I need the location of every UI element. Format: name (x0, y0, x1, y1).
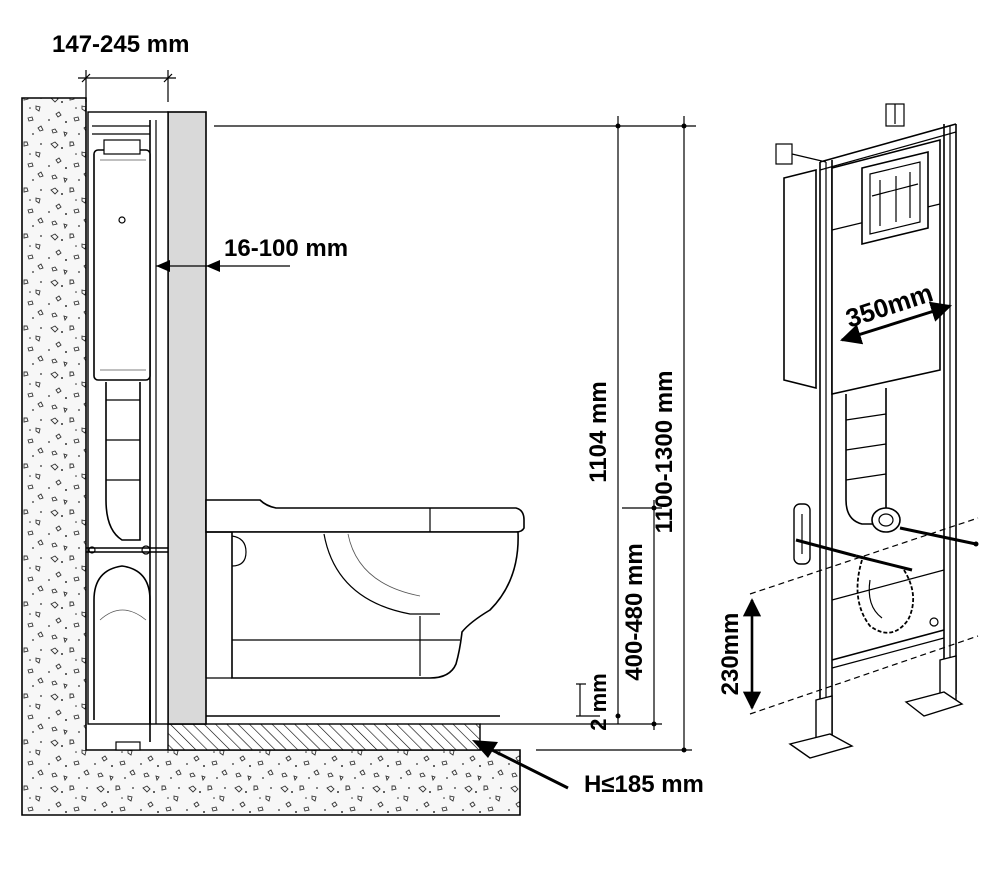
label-gap: 2 mm (586, 673, 611, 730)
dimension-gap (576, 683, 600, 717)
wall-panel (167, 111, 207, 725)
leader-floor-height (472, 740, 569, 790)
label-panel-thickness: 16-100 mm (224, 235, 348, 262)
label-frame-height: 1104 mm (585, 381, 612, 482)
dimension-frame-width (839, 301, 953, 345)
dimension-seat-height (480, 500, 662, 730)
label-seat-height: 400-480 mm (621, 543, 648, 680)
floor-screed (167, 723, 481, 751)
label-outlet-spacing: 230mm (717, 613, 744, 696)
toilet-bowl (205, 499, 525, 679)
dimension-wall-gap (78, 70, 176, 102)
installation-frame-isometric (749, 103, 979, 759)
label-floor-height: H≤185 mm (584, 771, 704, 798)
dimension-panel-thickness (156, 260, 290, 272)
dimension-frame-height (615, 116, 621, 724)
installation-frame-section (86, 111, 169, 751)
label-wall-gap: 147-245 mm (52, 31, 189, 58)
